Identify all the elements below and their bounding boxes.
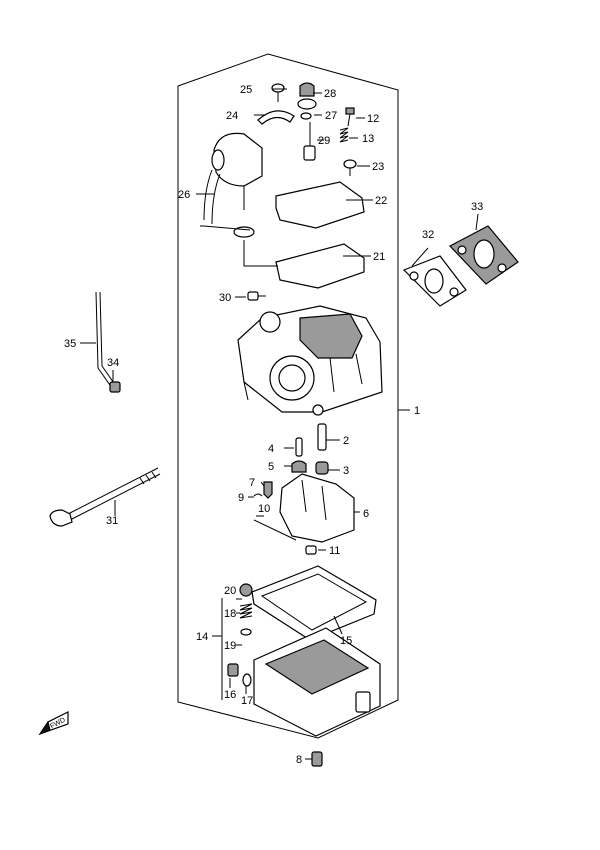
jet-4-part bbox=[295, 437, 303, 457]
callout-21: 21 bbox=[373, 251, 385, 263]
plug-16-part bbox=[227, 663, 239, 677]
screw-23-part bbox=[343, 159, 357, 176]
callout-33: 33 bbox=[471, 201, 483, 213]
callout-15: 15 bbox=[340, 635, 352, 647]
callout-26: 26 bbox=[178, 189, 190, 201]
jet-2-part bbox=[317, 423, 327, 451]
bolt-31-part bbox=[49, 467, 161, 527]
callout-29: 29 bbox=[318, 135, 330, 147]
callout-19: 19 bbox=[224, 640, 236, 652]
callout-3: 3 bbox=[343, 465, 349, 477]
callout-11: 11 bbox=[329, 545, 340, 557]
callout-20: 20 bbox=[224, 585, 236, 597]
callout-8: 8 bbox=[296, 754, 302, 766]
o-ring-19-part bbox=[240, 628, 252, 636]
o-ring-27-part bbox=[300, 112, 312, 120]
o-ring-17-part bbox=[242, 673, 252, 687]
solenoid-26-part bbox=[203, 132, 263, 225]
leader-lines bbox=[80, 88, 479, 760]
plate-21-part bbox=[275, 243, 365, 289]
callout-22: 22 bbox=[375, 195, 387, 207]
plug-3-part bbox=[315, 461, 329, 475]
callout-18: 18 bbox=[224, 608, 236, 620]
callout-17: 17 bbox=[241, 695, 253, 707]
callout-13: 13 bbox=[362, 133, 374, 145]
spring-18-part bbox=[239, 603, 253, 619]
assembly-outline bbox=[177, 53, 399, 739]
clip-34-part bbox=[109, 381, 121, 393]
callout-7: 7 bbox=[249, 477, 255, 489]
holder-5-part bbox=[291, 460, 307, 473]
callout-9: 9 bbox=[238, 492, 244, 504]
callout-23: 23 bbox=[372, 161, 384, 173]
fwd-label: FWD bbox=[49, 717, 66, 731]
callout-28: 28 bbox=[324, 88, 336, 100]
gasket-22-part bbox=[275, 181, 365, 229]
callout-5: 5 bbox=[268, 461, 274, 473]
screw-11-part bbox=[305, 545, 317, 555]
callout-24: 24 bbox=[226, 110, 238, 122]
float-6-part bbox=[279, 473, 355, 543]
chamber-gasket-15-part bbox=[251, 565, 377, 641]
gasket-32-part bbox=[402, 255, 467, 307]
screw-8-part bbox=[311, 751, 323, 767]
callout-30: 30 bbox=[219, 292, 231, 304]
valve-7-part bbox=[263, 481, 273, 499]
cap-28-part bbox=[297, 82, 317, 110]
screw-30-part bbox=[247, 291, 266, 301]
callout-4: 4 bbox=[268, 443, 274, 455]
shaft-35-part bbox=[95, 291, 117, 389]
spring-13-part bbox=[339, 127, 349, 143]
screw-25-part bbox=[271, 83, 285, 102]
needle-29-part bbox=[303, 122, 316, 161]
callout-25: 25 bbox=[240, 84, 252, 96]
screw-12-part bbox=[345, 107, 355, 127]
callout-6: 6 bbox=[363, 508, 369, 520]
flange-33-part bbox=[449, 225, 519, 285]
callout-2: 2 bbox=[343, 435, 349, 447]
retainer-24-part bbox=[257, 110, 295, 125]
callout-16: 16 bbox=[224, 689, 236, 701]
float-chamber-14-part bbox=[253, 627, 381, 737]
callout-35: 35 bbox=[64, 338, 76, 350]
callout-14: 14 bbox=[196, 631, 208, 643]
fwd-arrow-icon bbox=[38, 711, 69, 736]
drain-20-part bbox=[239, 583, 253, 597]
callout-31: 31 bbox=[106, 515, 118, 527]
callout-12: 12 bbox=[367, 113, 379, 125]
callout-numbers: 1 2 3 4 5 6 7 8 9 10 11 12 13 14 15 16 1… bbox=[64, 84, 483, 766]
carburetor-body-1-part bbox=[237, 305, 383, 416]
callout-34: 34 bbox=[107, 357, 119, 369]
callout-32: 32 bbox=[422, 229, 434, 241]
callout-27: 27 bbox=[325, 110, 337, 122]
callout-1: 1 bbox=[414, 405, 420, 417]
pin-10-part bbox=[253, 519, 297, 541]
clip-9-part bbox=[253, 493, 263, 497]
callout-10: 10 bbox=[258, 503, 270, 515]
